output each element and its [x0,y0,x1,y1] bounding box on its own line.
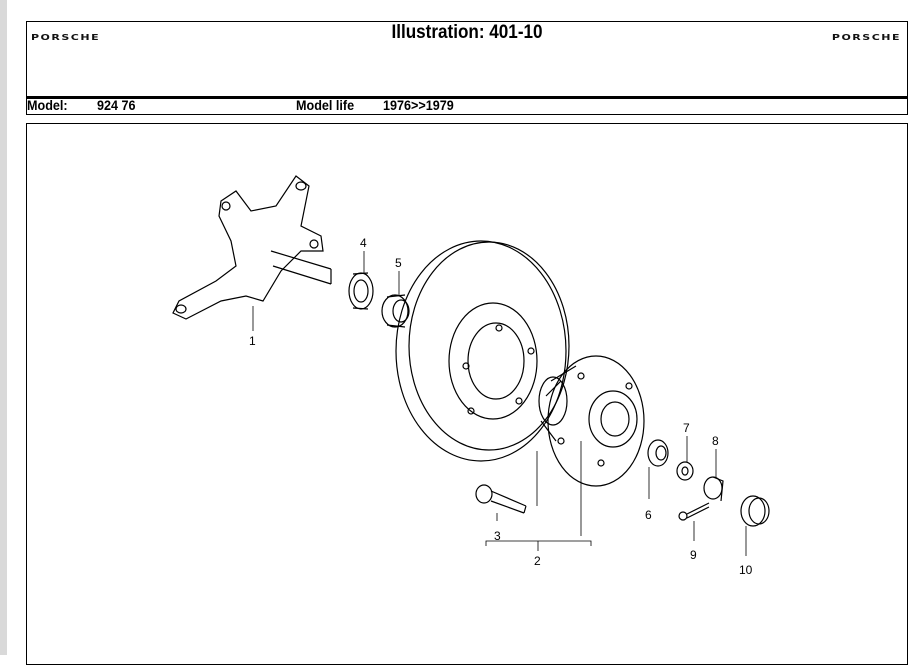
part-grease-cap-10[interactable] [740,495,770,527]
part-wheel-bolt-3[interactable] [475,484,527,514]
porsche-logo-left: PORSCHE [31,32,101,43]
callout-3: 3 [494,529,501,543]
part-bearing-4[interactable] [348,272,374,310]
part-washer-7[interactable] [676,461,694,481]
part-steering-knuckle[interactable] [172,175,332,320]
callout-6: 6 [645,508,652,522]
part-bearing-6[interactable] [647,439,669,467]
model-label: Model: [27,97,68,113]
illustration-header: PORSCHE Illustration: 401-10 PORSCHE [26,21,908,99]
callout-1: 1 [249,334,256,348]
model-life-label: Model life [296,97,355,113]
part-bearing-5[interactable] [381,294,410,328]
leader-lines [252,251,747,556]
callout-4: 4 [360,236,367,250]
parts-drawing-frame: 1 2 3 4 5 6 7 8 9 10 [26,123,908,665]
callout-10: 10 [739,563,753,577]
callout-2: 2 [534,554,541,568]
page-title: Illustration: 401-10 [391,22,543,43]
model-life-value: 1976>>1979 [383,97,454,113]
callout-7: 7 [683,421,690,435]
exploded-parts-diagram: 1 2 3 4 5 6 7 8 9 10 [172,175,770,577]
model-value: 924 76 [97,97,136,113]
callout-9: 9 [690,548,697,562]
part-wheel-hub[interactable] [538,355,645,487]
window-edge [0,0,7,655]
part-brake-disc[interactable] [395,240,570,462]
porsche-logo-right: PORSCHE [831,32,901,43]
callout-5: 5 [395,256,402,270]
model-row: Model: 924 76 Model life 1976>>1979 [26,96,908,115]
callout-8: 8 [712,434,719,448]
part-screw-9[interactable] [678,502,710,521]
part-clamp-nut-8[interactable] [703,476,724,502]
